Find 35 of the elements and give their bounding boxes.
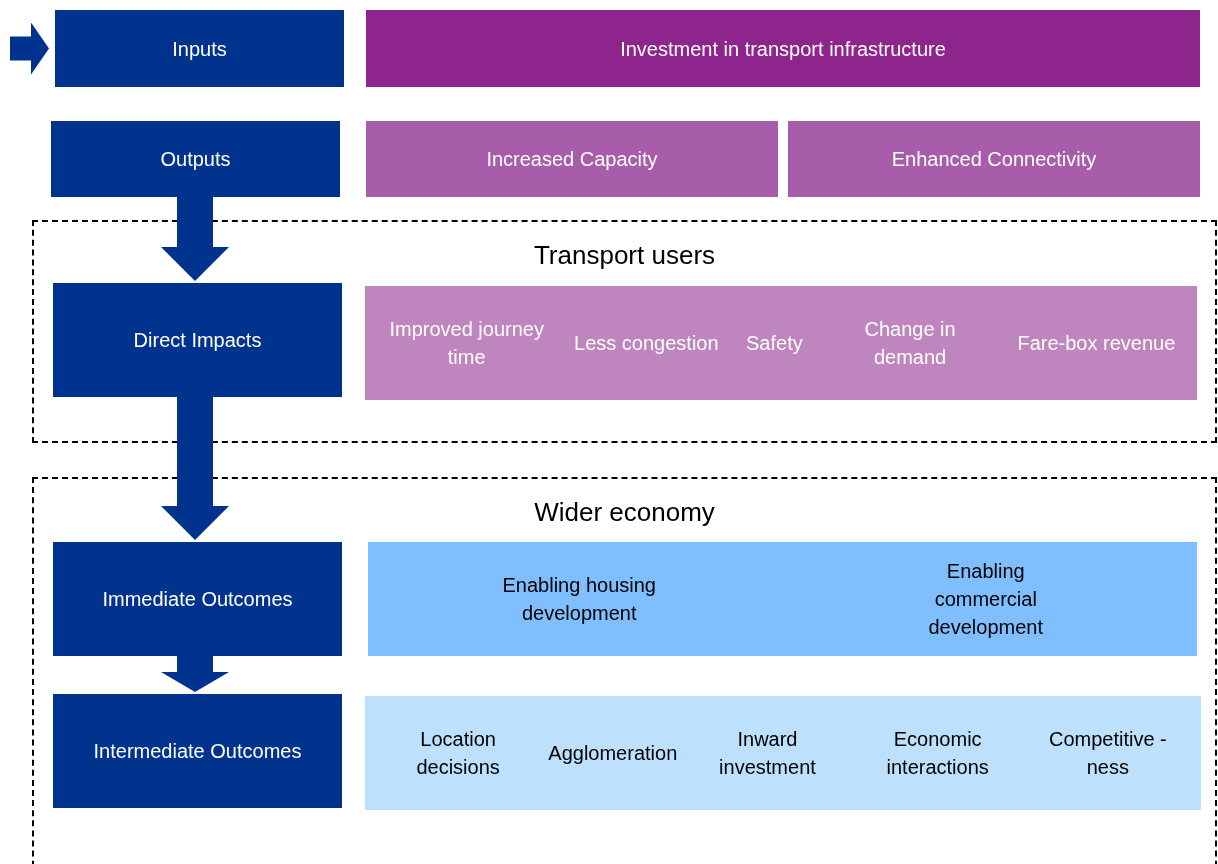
outcome-label: Economic interactions	[885, 727, 990, 780]
dashed-group-frame	[32, 477, 1217, 864]
stage-label: Outputs	[160, 147, 231, 172]
output-box	[366, 121, 778, 197]
impact-label: Fare-box revenue	[1017, 331, 1176, 356]
impact-label: Safety	[746, 331, 803, 356]
outcome-label: Inward investment	[718, 727, 817, 780]
input-band	[366, 10, 1200, 87]
outcome-label: Enabling commercial development	[927, 559, 1044, 640]
impact-label: Improved journey time	[388, 317, 545, 370]
output-box	[788, 121, 1200, 197]
stage-box	[53, 283, 342, 397]
stage-label: Intermediate Outcomes	[93, 739, 302, 764]
impact-label: Change in demand	[863, 317, 957, 370]
stage-label: Direct Impacts	[133, 328, 262, 353]
stage-box	[53, 542, 342, 656]
dashed-group-frame	[32, 220, 1217, 443]
outcome-band	[365, 696, 1201, 810]
output-label: Increased Capacity	[486, 147, 658, 172]
outcome-label: Location decisions	[415, 727, 501, 780]
input-label: Investment in transport infrastructure	[620, 36, 946, 62]
group-title: Transport users	[533, 239, 716, 272]
outcome-label: Agglomeration	[548, 741, 678, 766]
outcome-band	[368, 542, 1197, 656]
stage-box	[53, 694, 342, 808]
impact-band	[365, 286, 1197, 400]
group-title: Wider economy	[534, 496, 715, 529]
impact-label: Less congestion	[574, 331, 719, 356]
output-label: Enhanced Connectivity	[891, 147, 1097, 172]
stage-label: Immediate Outcomes	[102, 587, 293, 612]
stage-box	[55, 10, 344, 87]
outcome-label: Competitive -ness	[1047, 727, 1168, 780]
outcome-label: Enabling housing development	[501, 573, 657, 626]
stage-label: Inputs	[172, 36, 227, 62]
stage-box	[51, 121, 340, 197]
